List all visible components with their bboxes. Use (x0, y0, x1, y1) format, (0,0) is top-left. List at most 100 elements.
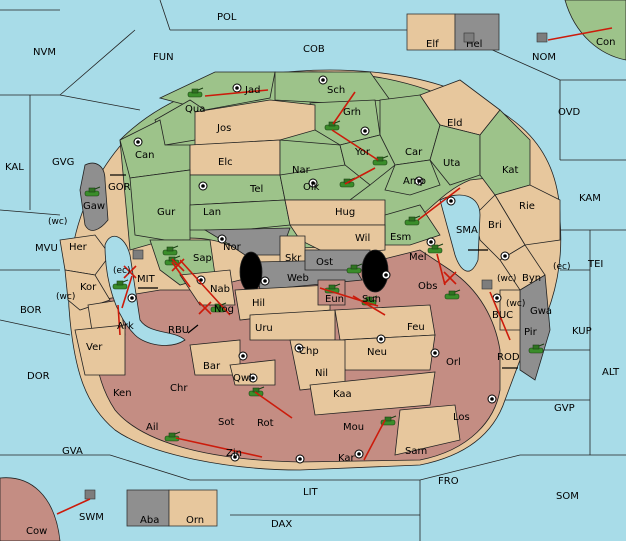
supply-center (354, 449, 364, 459)
supply-center (426, 237, 436, 247)
region-label-yor: Yor (354, 147, 371, 158)
region-label-pol: POL (217, 12, 237, 23)
region-label-grh: Grh (343, 107, 361, 118)
region-label-chp: Chp (299, 346, 319, 357)
region-label-rot: Rot (257, 418, 274, 429)
region-label-dax: DAX (271, 519, 292, 530)
supply-center (360, 126, 370, 136)
region-label-sun: Sun (362, 294, 381, 305)
region-label-byn: Byn (522, 273, 541, 284)
army-unit-icon[interactable] (162, 245, 179, 256)
order-arrow (254, 391, 293, 419)
region-label-uta: Uta (443, 158, 460, 169)
legend-box-label: Aba (140, 515, 159, 526)
region-label-esm: Esm (390, 232, 411, 243)
region-label-skr: Skr (285, 253, 302, 264)
fleet-unit-icon[interactable] (463, 32, 475, 43)
region-label-fun: FUN (153, 52, 174, 63)
supply-center (446, 196, 456, 206)
supply-center (308, 178, 318, 188)
army-unit-icon[interactable] (187, 87, 204, 98)
supply-center (238, 351, 248, 361)
region-label-gva: GVA (62, 446, 83, 457)
region-label-hil: Hil (252, 298, 265, 309)
army-unit-icon[interactable] (380, 415, 397, 426)
region-label-kup: KUP (572, 326, 592, 337)
region-label-sam: Sam (405, 446, 427, 457)
region-label-gor: GOR (108, 182, 131, 193)
region-label-tei: TEI (587, 259, 603, 270)
region-label-ec2: (ec) (553, 262, 571, 272)
region-label-sma: SMA (456, 225, 478, 236)
region-label-rbu: RBU (168, 325, 189, 336)
legend-box-label: Orn (186, 515, 204, 526)
army-unit-icon[interactable] (372, 155, 389, 166)
supply-center (376, 334, 386, 344)
west-ring (59, 234, 461, 456)
region-label-zin: Zin (226, 448, 242, 459)
army-unit-icon[interactable] (404, 215, 421, 226)
supply-center (381, 270, 391, 280)
failed-order-cross (443, 271, 457, 285)
region-label-los: Los (453, 412, 470, 423)
fleet-unit-icon[interactable] (132, 249, 144, 260)
order-arrow (332, 91, 356, 125)
region-label-bor: BOR (20, 305, 42, 316)
region-label-amp: Amp (403, 176, 426, 187)
region-label-orl: Orl (446, 357, 461, 368)
failed-order-cross (171, 258, 185, 272)
order-arrow (56, 498, 91, 515)
region-label-mou: Mou (343, 422, 364, 433)
army-unit-icon[interactable] (324, 120, 341, 131)
order-arrow (547, 27, 613, 41)
fleet-unit-icon[interactable] (536, 32, 548, 43)
region-label-mel: Mel (409, 252, 427, 263)
region-label-bri: Bri (488, 220, 502, 231)
supply-center (133, 137, 143, 147)
supply-center (414, 176, 424, 186)
region-label-kam: KAM (579, 193, 601, 204)
order-arrow (319, 287, 379, 307)
supply-center (295, 454, 305, 464)
region-label-qua: Qua (185, 104, 205, 115)
failed-order-cross (198, 301, 212, 315)
supply-center (500, 251, 510, 261)
region-label-sot: Sot (218, 417, 234, 428)
order-arrow (331, 129, 379, 161)
army-unit-icon[interactable] (444, 289, 461, 300)
region-label-sch: Sch (327, 85, 345, 96)
region-label-kat: Kat (502, 165, 519, 176)
supply-center (127, 293, 137, 303)
legend-top: Elf Hel (406, 13, 500, 51)
region-label-web: Web (287, 273, 309, 284)
army-unit-icon[interactable] (112, 279, 129, 290)
army-unit-icon[interactable] (528, 343, 545, 354)
fleet-unit-icon[interactable] (481, 279, 493, 290)
supply-center (232, 83, 242, 93)
army-unit-icon[interactable] (324, 283, 341, 294)
army-unit-icon[interactable] (346, 263, 363, 274)
order-arrow (363, 419, 386, 461)
region-label-kal: KAL (5, 162, 24, 173)
region-label-nvm: NVM (33, 47, 56, 58)
army-unit-icon[interactable] (339, 177, 356, 188)
army-unit-icon[interactable] (164, 431, 181, 442)
legend-bottom: Aba Orn (126, 489, 218, 527)
region-label-con: Con (596, 37, 615, 48)
region-label-swm: SWM (79, 512, 104, 523)
region-label-nab: Nab (210, 284, 230, 295)
fleet-unit-icon[interactable] (84, 489, 96, 500)
supply-centers (127, 75, 510, 464)
army-unit-icon[interactable] (427, 243, 444, 254)
region-label-sap: Sap (193, 253, 212, 264)
region-label-gvp: GVP (554, 403, 575, 414)
region-label-hug: Hug (335, 207, 355, 218)
army-unit-icon[interactable] (84, 186, 101, 197)
region-label-obs: Obs (418, 281, 437, 292)
region-label-mvu: MVU (35, 243, 58, 254)
supply-center (487, 394, 497, 404)
region-label-lan: Lan (203, 207, 221, 218)
region-label-uru: Uru (255, 323, 273, 334)
